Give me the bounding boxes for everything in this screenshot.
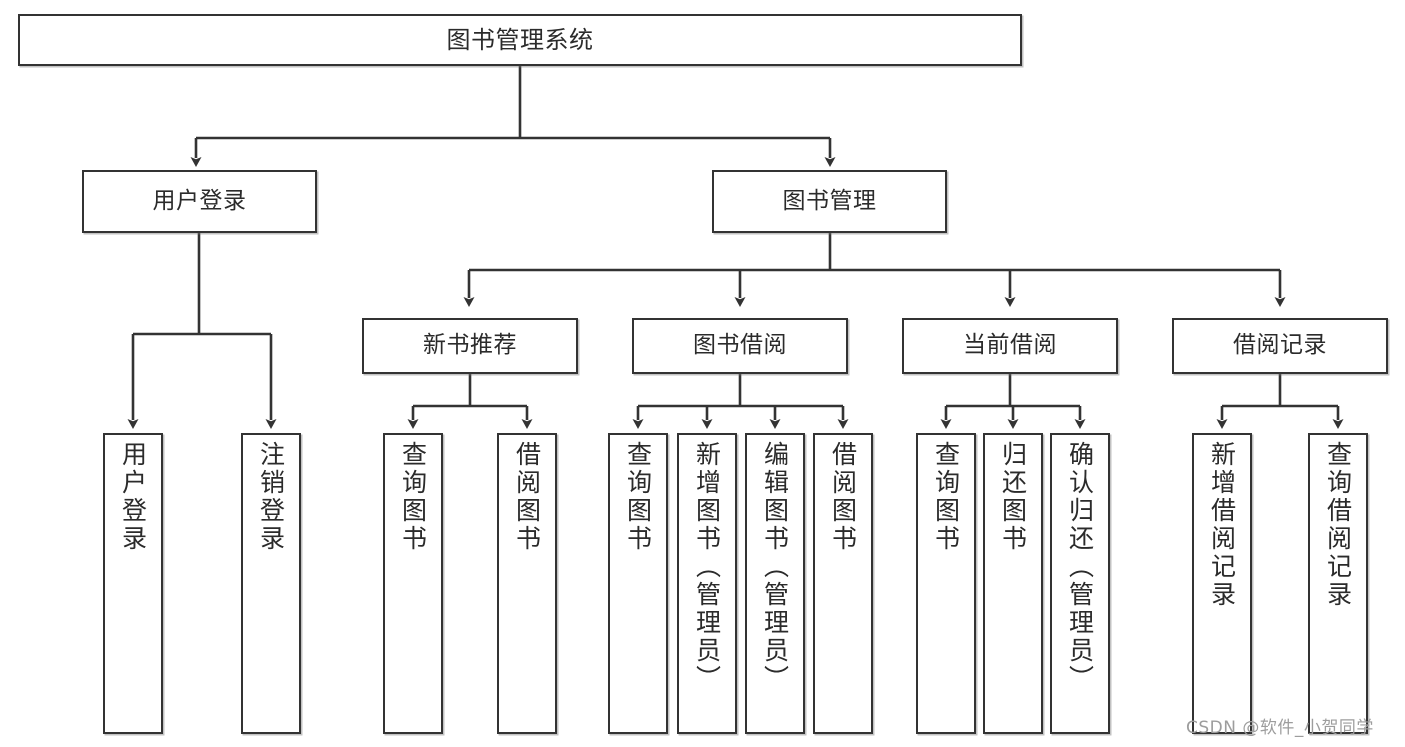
leaf-confirm-return-admin[interactable]: 确认归还（管理员） bbox=[1050, 433, 1110, 734]
leaf-borrow-book-recommend[interactable]: 借阅图书 bbox=[497, 433, 557, 734]
node-label: 图书管理系统 bbox=[446, 25, 594, 54]
node-root-system[interactable]: 图书管理系统 bbox=[18, 14, 1022, 66]
node-label: 新书推荐 bbox=[423, 332, 517, 359]
leaf-user-login[interactable]: 用户登录 bbox=[103, 433, 163, 734]
node-borrow-record[interactable]: 借阅记录 bbox=[1172, 318, 1388, 374]
node-new-book-recommend[interactable]: 新书推荐 bbox=[362, 318, 578, 374]
node-label: 借阅图书 bbox=[828, 441, 858, 553]
node-label: 编辑图书（管理员） bbox=[760, 441, 790, 693]
node-label: 借阅图书 bbox=[512, 441, 542, 553]
node-label: 用户登录 bbox=[152, 187, 247, 214]
node-label: 注销登录 bbox=[256, 441, 286, 553]
node-label: 新增图书（管理员） bbox=[692, 441, 722, 693]
node-label: 新增借阅记录 bbox=[1207, 441, 1237, 609]
node-book-management[interactable]: 图书管理 bbox=[712, 170, 947, 233]
node-label: 查询借阅记录 bbox=[1323, 441, 1353, 609]
leaf-borrow-book[interactable]: 借阅图书 bbox=[813, 433, 873, 734]
node-label: 查询图书 bbox=[398, 441, 428, 553]
node-label: 图书管理 bbox=[782, 187, 877, 214]
node-book-borrow[interactable]: 图书借阅 bbox=[632, 318, 848, 374]
node-label: 当前借阅 bbox=[963, 332, 1057, 359]
leaf-return-book[interactable]: 归还图书 bbox=[983, 433, 1043, 734]
node-label: 图书借阅 bbox=[693, 332, 787, 359]
leaf-query-book-recommend[interactable]: 查询图书 bbox=[383, 433, 443, 734]
leaf-query-book-current[interactable]: 查询图书 bbox=[916, 433, 976, 734]
watermark: CSDN @软件_小贺同学 bbox=[1186, 718, 1374, 738]
leaf-user-logout[interactable]: 注销登录 bbox=[241, 433, 301, 734]
leaf-query-borrow-record[interactable]: 查询借阅记录 bbox=[1308, 433, 1368, 734]
leaf-query-book-borrow[interactable]: 查询图书 bbox=[608, 433, 668, 734]
node-label: 归还图书 bbox=[998, 441, 1028, 553]
leaf-add-borrow-record[interactable]: 新增借阅记录 bbox=[1192, 433, 1252, 734]
node-label: 查询图书 bbox=[623, 441, 653, 553]
leaf-edit-book-admin[interactable]: 编辑图书（管理员） bbox=[745, 433, 805, 734]
node-current-borrow[interactable]: 当前借阅 bbox=[902, 318, 1118, 374]
node-label: 借阅记录 bbox=[1233, 332, 1327, 359]
node-label: 查询图书 bbox=[931, 441, 961, 553]
leaf-add-book-admin[interactable]: 新增图书（管理员） bbox=[677, 433, 737, 734]
node-label: 用户登录 bbox=[118, 441, 148, 553]
node-label: 确认归还（管理员） bbox=[1065, 441, 1095, 693]
node-user-login[interactable]: 用户登录 bbox=[82, 170, 317, 233]
